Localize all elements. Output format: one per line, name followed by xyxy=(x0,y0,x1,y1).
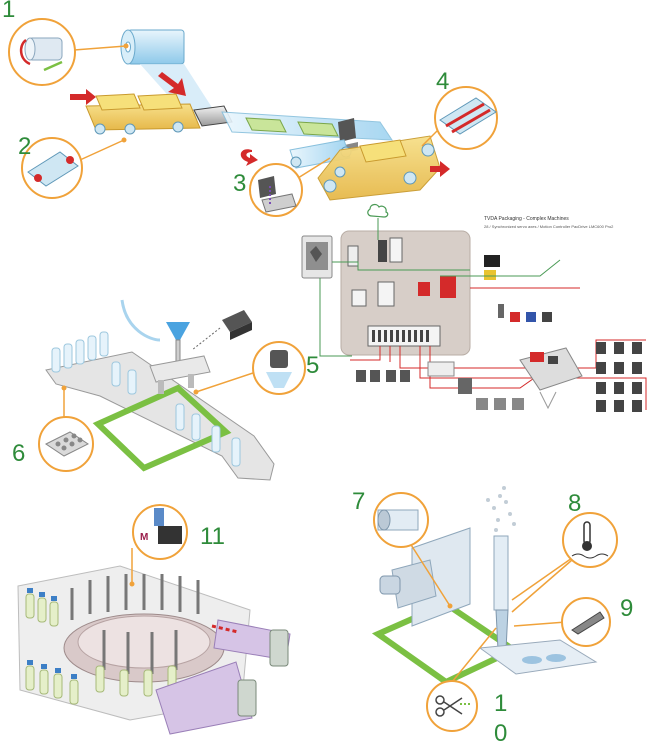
callout-number-9: 9 xyxy=(620,595,634,622)
callout-7-film-unwind xyxy=(373,492,453,609)
cloud-icon xyxy=(367,203,389,218)
callout-number-11: 11 xyxy=(200,523,225,550)
hmi-panel xyxy=(301,235,333,279)
callout-4-longitudinal-seal xyxy=(421,86,498,150)
rotation-arrow xyxy=(240,149,258,166)
panel-subtitle: 28 / Synchronized servo axes / Motion Co… xyxy=(484,224,614,229)
callout-number-3: 3 xyxy=(233,170,247,197)
callout-number-6: 6 xyxy=(12,440,26,467)
cabinet-devices xyxy=(347,237,500,347)
callout-10-cutting xyxy=(426,627,497,732)
callout-1-unwind xyxy=(8,18,129,86)
outlet-arrow xyxy=(430,161,450,177)
bottle-filling-section xyxy=(38,299,306,481)
control-cabinet xyxy=(340,230,471,356)
outfeed-conveyor xyxy=(317,135,441,201)
callout-number-7: 7 xyxy=(352,488,366,515)
callout-number-10-digit1: 1 xyxy=(494,690,508,717)
capper-bottles xyxy=(25,593,177,705)
control-architecture-panel: TVDA Packaging - Complex Machines 28 / S… xyxy=(301,203,647,412)
infeed-conveyor xyxy=(85,93,201,135)
capping-spindles xyxy=(70,574,200,674)
bottle-row xyxy=(51,331,241,467)
callout-number-8: 8 xyxy=(568,490,582,517)
servo-drives-grid xyxy=(596,342,642,412)
bagger-body xyxy=(379,527,598,675)
rotary-table-frame xyxy=(92,384,232,472)
callout-2-film-guide xyxy=(21,137,127,199)
callout-number-10-digit0: 0 xyxy=(494,720,508,747)
callout-number-2: 2 xyxy=(18,133,32,160)
flow-wrapper-section xyxy=(8,18,498,217)
vertical-bagger-section xyxy=(371,486,618,732)
filling-head xyxy=(120,299,211,394)
inlet-arrow xyxy=(70,89,96,105)
callout-11-capping-servo: M xyxy=(129,504,188,587)
callout-number-1: 1 xyxy=(2,0,16,23)
wrapped-products xyxy=(245,117,339,137)
servo-motor xyxy=(191,310,252,351)
bagger-base-frame xyxy=(371,600,521,686)
callout-number-5: 5 xyxy=(306,352,320,379)
callout-number-4: 4 xyxy=(436,68,450,95)
panel-title: TVDA Packaging - Complex Machines xyxy=(484,216,569,222)
rotary-capper-section: M xyxy=(17,504,291,735)
servo-motors-left xyxy=(356,370,410,382)
robot-delta xyxy=(519,347,583,410)
discharge-star-wheel xyxy=(155,619,291,735)
field-devices xyxy=(427,304,552,410)
bottle-caps xyxy=(27,588,77,679)
callout-3-cross-seal xyxy=(249,157,331,217)
svg-text:M: M xyxy=(140,532,148,543)
callout-8-sealing-temperature xyxy=(511,512,618,613)
callout-6-infeed-tray xyxy=(38,385,94,472)
product-particles xyxy=(486,486,516,532)
film-feed-arrow xyxy=(158,72,186,96)
callout-9-cutting-knife xyxy=(513,597,611,647)
callout-5-fill-level xyxy=(193,341,306,395)
